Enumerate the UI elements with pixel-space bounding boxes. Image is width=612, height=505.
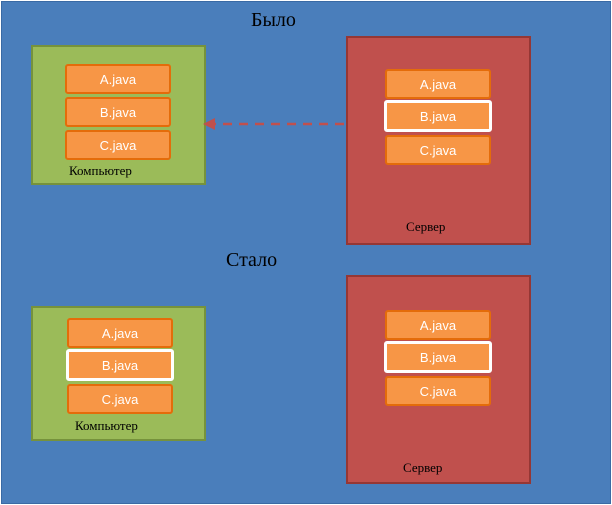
- after-computer-file-b: B.java: [66, 349, 174, 381]
- before-server-file-c: C.java: [385, 135, 491, 165]
- after-server-file-b: B.java: [384, 341, 492, 373]
- after-computer-file-a: A.java: [67, 318, 173, 348]
- after-computer-box: A.java B.java C.java Компьютер: [31, 306, 206, 441]
- after-server-file-c: C.java: [385, 376, 491, 406]
- after-server-file-a: A.java: [385, 310, 491, 340]
- after-heading: Стало: [226, 249, 278, 271]
- after-computer-file-c: C.java: [67, 384, 173, 414]
- before-computer-file-a: A.java: [65, 64, 171, 94]
- before-computer-box: A.java B.java C.java Компьютер: [31, 45, 206, 185]
- after-computer-label: Компьютер: [75, 418, 138, 433]
- after-server-box: A.java B.java C.java Сервер: [346, 275, 531, 484]
- before-computer-file-b: B.java: [65, 97, 171, 127]
- before-server-box: A.java B.java C.java Сервер: [346, 36, 531, 245]
- before-server-label: Сервер: [406, 219, 446, 234]
- download-arrow-head: [203, 118, 215, 130]
- before-server-file-b: B.java: [384, 100, 492, 132]
- before-server-file-a: A.java: [385, 69, 491, 99]
- after-server-label: Сервер: [403, 460, 443, 475]
- before-heading: Было: [251, 9, 296, 31]
- before-computer-label: Компьютер: [69, 163, 132, 178]
- before-computer-file-c: C.java: [65, 130, 171, 160]
